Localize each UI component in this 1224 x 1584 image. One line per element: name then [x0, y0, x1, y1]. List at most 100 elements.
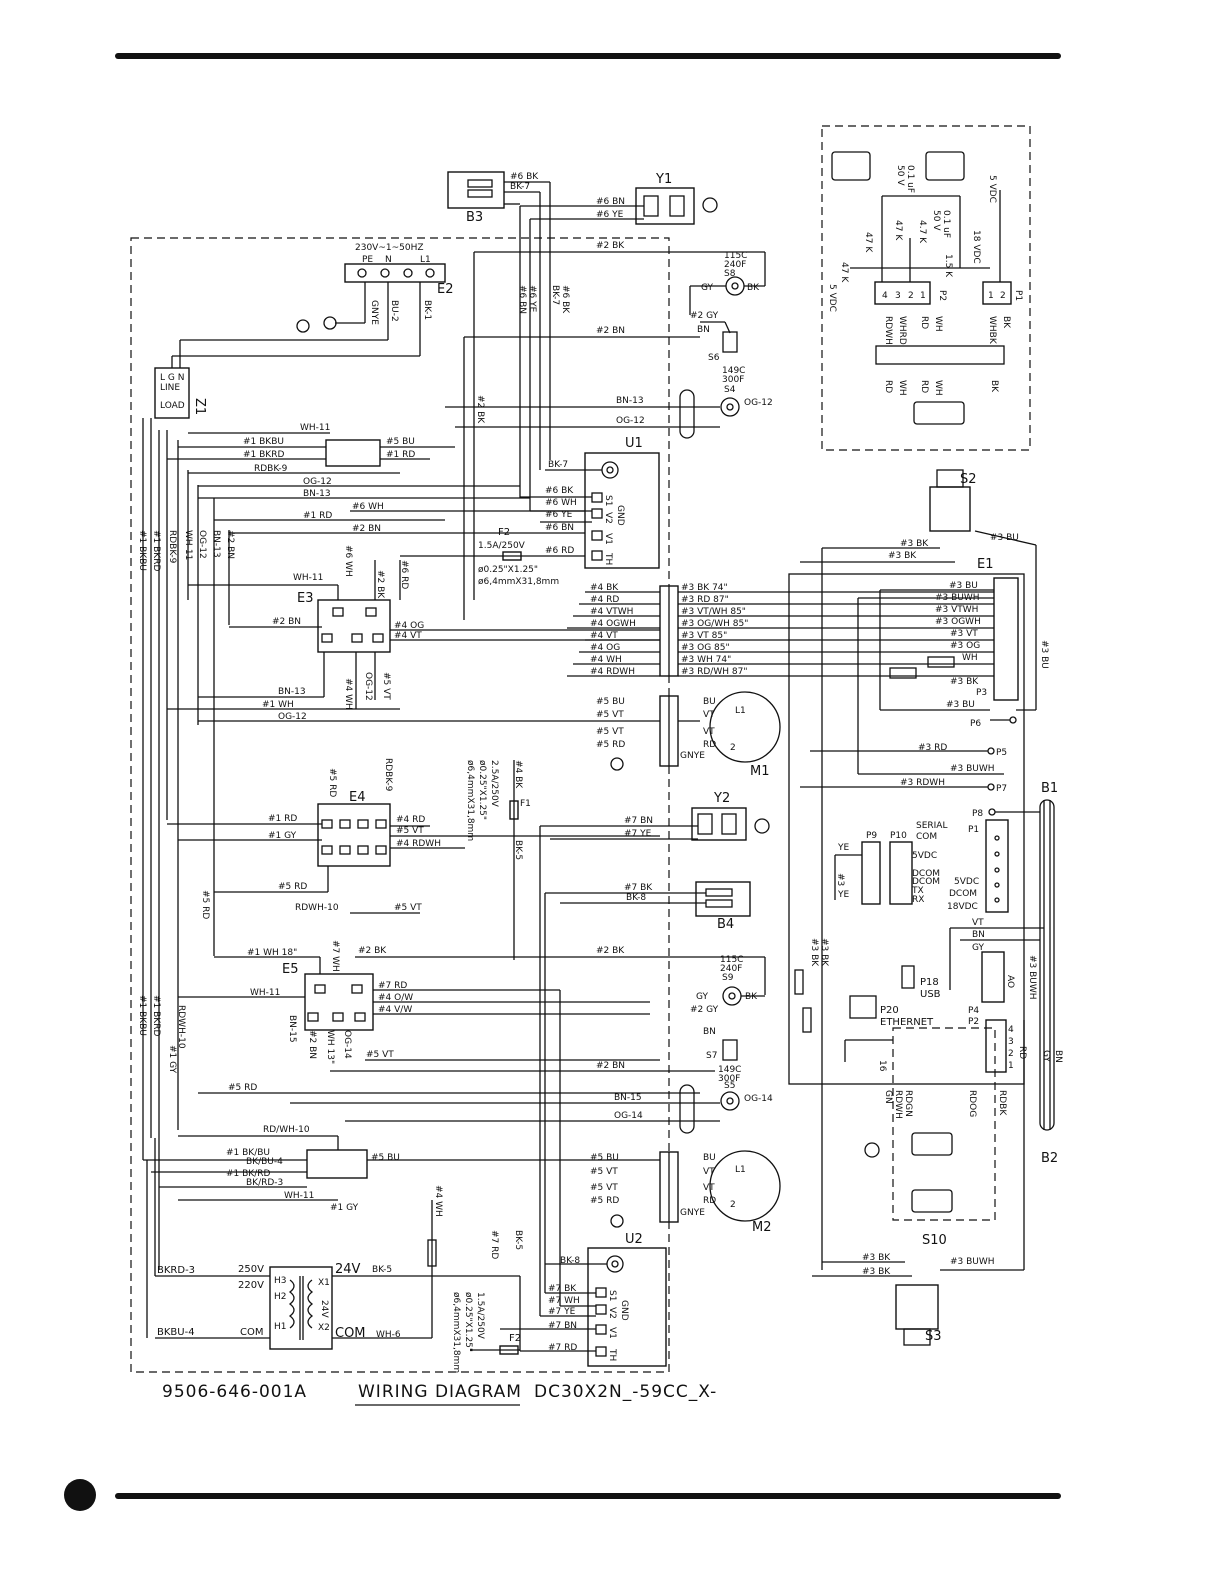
svg-text:#2 BN: #2 BN	[307, 1030, 317, 1059]
svg-text:#1 BKBU: #1 BKBU	[243, 437, 284, 447]
svg-text:#6 YE: #6 YE	[527, 285, 537, 313]
svg-text:#6 YE: #6 YE	[596, 210, 624, 220]
svg-text:RD: RD	[919, 380, 929, 393]
svg-text:3: 3	[895, 291, 901, 301]
svg-text:COM: COM	[335, 1326, 366, 1341]
svg-text:#4 RDWH: #4 RDWH	[396, 839, 441, 849]
svg-text:3: 3	[1008, 1037, 1014, 1047]
svg-text:#5 BU: #5 BU	[596, 697, 625, 707]
valve-y1: Y1 #6 BN #6 YE #6 BN #6 YE BK-7 #6 BK	[517, 172, 718, 511]
svg-text:WH-11: WH-11	[300, 423, 330, 433]
svg-text:RDBK-9: RDBK-9	[167, 530, 177, 564]
title-block: 9506-646-001A WIRING DIAGRAM DC30X2N_-59…	[162, 1382, 717, 1406]
svg-text:BU-2: BU-2	[389, 300, 399, 322]
svg-text:N: N	[385, 255, 392, 265]
ground-screw-icon	[864, 1142, 880, 1158]
svg-text:149C: 149C	[722, 366, 745, 376]
svg-text:BK: BK	[747, 283, 760, 293]
model-number: DC30X2N_-59CC_X-	[534, 1382, 717, 1402]
svg-text:#1 BKBU: #1 BKBU	[137, 995, 147, 1036]
svg-text:YE: YE	[837, 843, 849, 853]
svg-text:#3 BUWH: #3 BUWH	[1027, 955, 1037, 1000]
svg-text:5VDC: 5VDC	[912, 851, 937, 861]
svg-text:VT: VT	[703, 727, 715, 737]
svg-text:1: 1	[920, 291, 926, 301]
left-bus: #1 BKBU #1 BKRD RDBK-9 WH-11 OG-12 BN-13…	[137, 418, 352, 1270]
svg-text:X2: X2	[318, 1323, 330, 1333]
svg-text:50 V: 50 V	[895, 165, 905, 186]
svg-text:4: 4	[1008, 1025, 1014, 1035]
harness-right-label: #3 OG/WH 85"	[681, 619, 748, 629]
svg-text:V1: V1	[603, 533, 613, 545]
svg-text:BN: BN	[703, 1027, 716, 1037]
svg-text:OG-14: OG-14	[342, 1030, 352, 1059]
ground-screw-icon	[754, 818, 770, 834]
svg-text:#4 RD: #4 RD	[396, 815, 425, 825]
svg-text:DCOM: DCOM	[912, 869, 940, 879]
svg-text:0.1 uF: 0.1 uF	[941, 210, 951, 238]
svg-text:BN: BN	[1053, 1050, 1063, 1063]
thermostat-s4: S4 OG-12	[720, 385, 773, 417]
board-points: #3 RD P5 #3 BUWH #3 RDWH P7 P8	[800, 598, 1040, 819]
svg-text:#1 BK/BU: #1 BK/BU	[226, 1148, 270, 1158]
svg-text:GY: GY	[972, 943, 985, 953]
svg-text:#6 BK: #6 BK	[560, 285, 570, 314]
svg-text:#3: #3	[835, 873, 845, 886]
svg-text:WH-11: WH-11	[293, 573, 323, 583]
switch-s10: S10 16 RDWH RDGN GN RDOG RDBK	[844, 1027, 1007, 1248]
svg-text:WHRD: WHRD	[897, 316, 907, 345]
svg-text:0.1 uF: 0.1 uF	[905, 165, 915, 193]
svg-text:M1: M1	[750, 764, 770, 779]
svg-text:TH: TH	[603, 552, 613, 565]
svg-text:BN-13: BN-13	[616, 396, 644, 406]
svg-text:115C: 115C	[720, 955, 743, 965]
svg-text:BK: BK	[1001, 316, 1011, 329]
svg-text:V2: V2	[603, 512, 613, 524]
svg-text:U1: U1	[625, 436, 643, 451]
ground-icon	[610, 1214, 624, 1228]
svg-text:#6 WH: #6 WH	[352, 502, 384, 512]
svg-text:#3 BK: #3 BK	[819, 938, 829, 967]
control-board	[788, 573, 1025, 1085]
ethernet-icon	[849, 995, 877, 1019]
harness-right-label: #3 BK 74"	[681, 583, 728, 593]
svg-text:BN-13: BN-13	[278, 687, 306, 697]
svg-text:BN-13: BN-13	[211, 530, 221, 558]
svg-text:#1 GY: #1 GY	[167, 1045, 177, 1074]
svg-text:4.7 K: 4.7 K	[917, 220, 927, 244]
blower-m1: L1 2 M1 #5 BU #5 VT #5 VT #5 RD BU VT VT…	[596, 691, 781, 779]
harness-left-label: #4 RD	[590, 595, 619, 605]
svg-text:#5 RD: #5 RD	[327, 768, 337, 797]
svg-text:RDGN: RDGN	[903, 1090, 913, 1117]
svg-text:#5 VT: #5 VT	[396, 826, 424, 836]
svg-text:P5: P5	[996, 748, 1007, 758]
svg-text:#3 BK: #3 BK	[809, 938, 819, 967]
sensor-b3: B3 #6 BK BK-7	[447, 171, 551, 470]
svg-text:BU: BU	[703, 697, 716, 707]
svg-text:V1: V1	[607, 1327, 617, 1339]
fuse-f1: F1 #4 BK 2.5A/250V ø0.25"X1.25" ø6,4mmX3…	[465, 760, 531, 960]
svg-text:300F: 300F	[718, 1074, 740, 1084]
svg-text:BU: BU	[703, 1153, 716, 1163]
svg-text:#6 BN: #6 BN	[596, 197, 625, 207]
svg-text:#4 VT: #4 VT	[394, 631, 422, 641]
svg-text:L G N: L G N	[160, 373, 184, 383]
svg-text:ø6,4mmX31,8mm: ø6,4mmX31,8mm	[465, 760, 475, 841]
switch-s3: S3 #3 BK #3 BK #3 BUWH #3 BK #3 BK	[794, 938, 1025, 1346]
svg-text:#3 BU: #3 BU	[946, 700, 975, 710]
harness-right-label: #3 WH 74"	[681, 655, 731, 665]
svg-text:#5 RD: #5 RD	[228, 1083, 257, 1093]
svg-text:#7 WH: #7 WH	[330, 940, 340, 972]
svg-text:250V: 250V	[238, 1264, 264, 1275]
svg-text:WH: WH	[933, 380, 943, 396]
svg-text:Y2: Y2	[713, 791, 730, 806]
ground-screw-icon	[323, 316, 337, 330]
svg-text:GY: GY	[1041, 1050, 1051, 1063]
svg-text:#2 BK: #2 BK	[596, 946, 625, 956]
relay-r1: WH-11 #1 BKBU #1 BKRD RDBK-9 #5 BU #1 RD	[167, 423, 455, 474]
svg-text:WH-11: WH-11	[284, 1191, 314, 1201]
svg-text:#3 OGWH: #3 OGWH	[935, 617, 981, 627]
svg-text:RD: RD	[919, 316, 929, 329]
svg-text:1.5 K: 1.5 K	[943, 254, 953, 278]
svg-text:#3 BK: #3 BK	[950, 677, 979, 687]
